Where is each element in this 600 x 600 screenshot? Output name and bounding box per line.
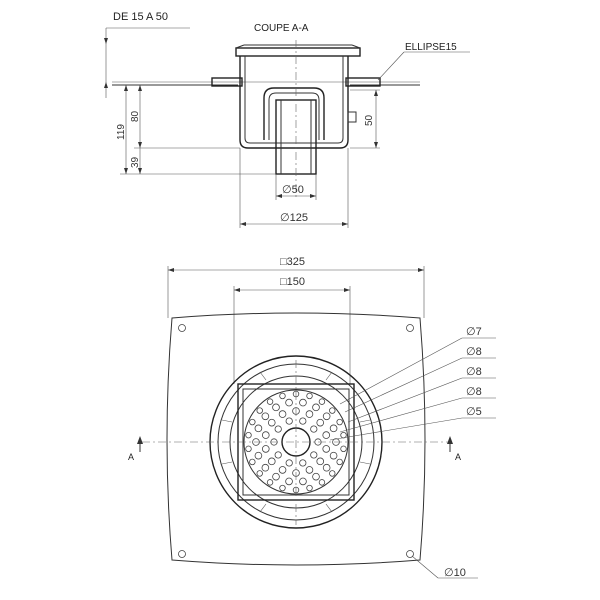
perforation-hole — [336, 458, 343, 466]
dim-dia-5: ∅5 — [466, 406, 482, 418]
body-outline — [239, 56, 349, 149]
perforation-hole — [267, 457, 276, 466]
corner-hole-bl — [178, 550, 186, 558]
perforation-hole — [340, 445, 347, 453]
dim-sq-150: □150 — [280, 276, 305, 288]
perforation-hole — [329, 407, 336, 414]
dim-80: 80 — [130, 110, 141, 122]
perforation-hole — [254, 424, 263, 433]
perforation-hole — [306, 484, 313, 492]
dim-119: 119 — [116, 124, 127, 140]
perforation-hole — [285, 417, 293, 425]
perforation-hole — [285, 398, 293, 407]
perforation-hole — [254, 451, 263, 460]
perforation-hole — [299, 477, 307, 486]
perforation-hole — [261, 431, 270, 439]
perforation-hole — [274, 425, 282, 433]
perforation-hole — [245, 431, 252, 439]
perforation-hole — [272, 472, 280, 481]
perforation-hole — [322, 431, 331, 439]
siphon-bell — [263, 87, 325, 140]
perforation-hole — [299, 459, 307, 467]
corner-hole-br — [406, 550, 414, 558]
perforation-hole — [279, 484, 286, 492]
perforation-hole — [336, 418, 343, 426]
perforation-hole — [272, 403, 280, 412]
membrane-plate — [166, 312, 426, 566]
perforation-hole — [305, 466, 314, 474]
perforation-hole — [322, 463, 331, 472]
perforation-hole — [266, 479, 274, 486]
perforation-hole — [261, 445, 270, 453]
dim-dia-8-c: ∅8 — [466, 386, 482, 398]
section-marker-right: A — [455, 452, 461, 462]
perforation-hole — [261, 412, 270, 421]
dim-dia-50: ∅50 — [282, 184, 304, 196]
perforation-hole — [310, 425, 318, 433]
section-view: DE 15 A 50 COUPE A-A — [104, 11, 470, 228]
dim-dia-10: ∅10 — [444, 567, 466, 579]
perforation-hole — [299, 417, 307, 425]
corner-hole-tl — [178, 324, 186, 332]
perforation-hole — [267, 418, 276, 427]
perforation-hole — [306, 392, 313, 400]
perforation-hole — [261, 463, 270, 472]
dim-dia-7: ∅7 — [466, 326, 482, 338]
perforation-hole — [266, 398, 274, 405]
range-label: DE 15 A 50 — [113, 11, 168, 23]
plan-view: □325 □150 — [128, 256, 496, 579]
perforation-hole — [316, 457, 325, 466]
perforation-hole — [256, 470, 263, 477]
perforation-hole — [299, 398, 307, 407]
perforation-hole — [318, 398, 326, 405]
perforation-hole — [256, 407, 263, 414]
dim-dia-8-b: ∅8 — [466, 366, 482, 378]
perforation-hole — [310, 451, 318, 459]
perforation-hole — [249, 418, 256, 426]
dim-50-side: 50 — [364, 114, 375, 126]
perforation-hole — [318, 479, 326, 486]
dim-dia-125: ∅125 — [280, 212, 308, 224]
corner-hole-tr — [406, 324, 414, 332]
perforation-hole — [245, 445, 252, 453]
perforation-hole — [285, 459, 293, 467]
perforation-hole — [316, 418, 325, 427]
grate-perforations — [245, 390, 347, 494]
dim-dia-8-a: ∅8 — [466, 346, 482, 358]
perforation-hole — [249, 458, 256, 466]
perforation-hole — [305, 410, 314, 418]
perforation-hole — [274, 451, 282, 459]
dim-39: 39 — [130, 156, 141, 168]
perforation-hole — [312, 403, 320, 412]
perforation-hole — [329, 451, 338, 460]
ellipse-label: ELLIPSE15 — [405, 42, 457, 53]
perforation-hole — [278, 466, 287, 474]
section-title: COUPE A-A — [254, 23, 309, 34]
perforation-hole — [322, 445, 331, 453]
perforation-hole — [312, 472, 320, 481]
perforation-hole — [329, 470, 336, 477]
perforation-hole — [285, 477, 293, 486]
grate-flange — [235, 47, 361, 57]
perforation-hole — [329, 424, 338, 433]
dim-sq-325: □325 — [280, 256, 305, 268]
section-marker-left: A — [128, 452, 134, 462]
perforation-hole — [322, 412, 331, 421]
perforation-hole — [278, 410, 287, 418]
perforation-hole — [279, 392, 286, 400]
